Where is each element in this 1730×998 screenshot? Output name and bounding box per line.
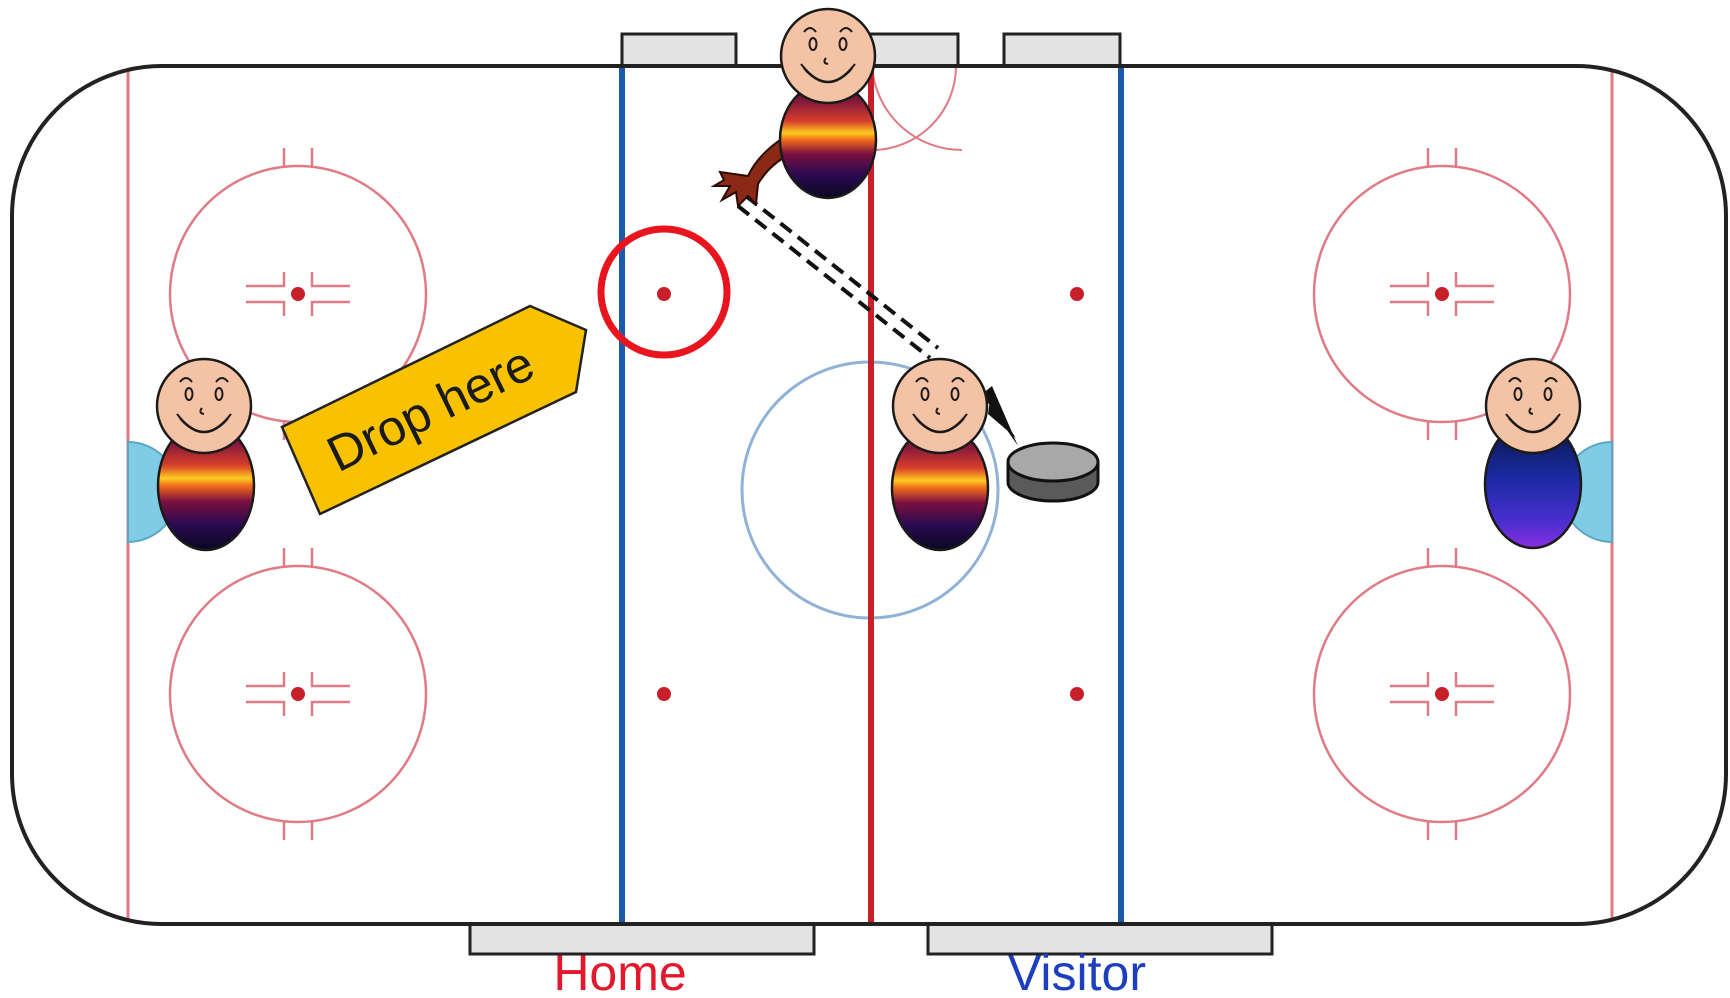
home-center-face — [893, 359, 987, 453]
visitor-goalie-face — [1486, 359, 1580, 453]
neutral-dot-top-right — [1070, 287, 1084, 301]
player-visitor-goalie[interactable] — [1485, 359, 1581, 548]
player-home-goalie[interactable] — [157, 359, 254, 550]
neutral-dot-top-left — [657, 287, 671, 301]
player-home-center[interactable] — [892, 359, 988, 550]
neutral-dot-bottom-right — [1070, 687, 1084, 701]
visitor-label: Visitor — [1008, 945, 1146, 998]
home-label: Home — [553, 945, 686, 998]
neutral-dot-bottom-left — [657, 687, 671, 701]
puck-icon[interactable] — [1008, 443, 1098, 501]
linesman-face — [781, 9, 875, 103]
home-goalie-face — [157, 359, 251, 453]
